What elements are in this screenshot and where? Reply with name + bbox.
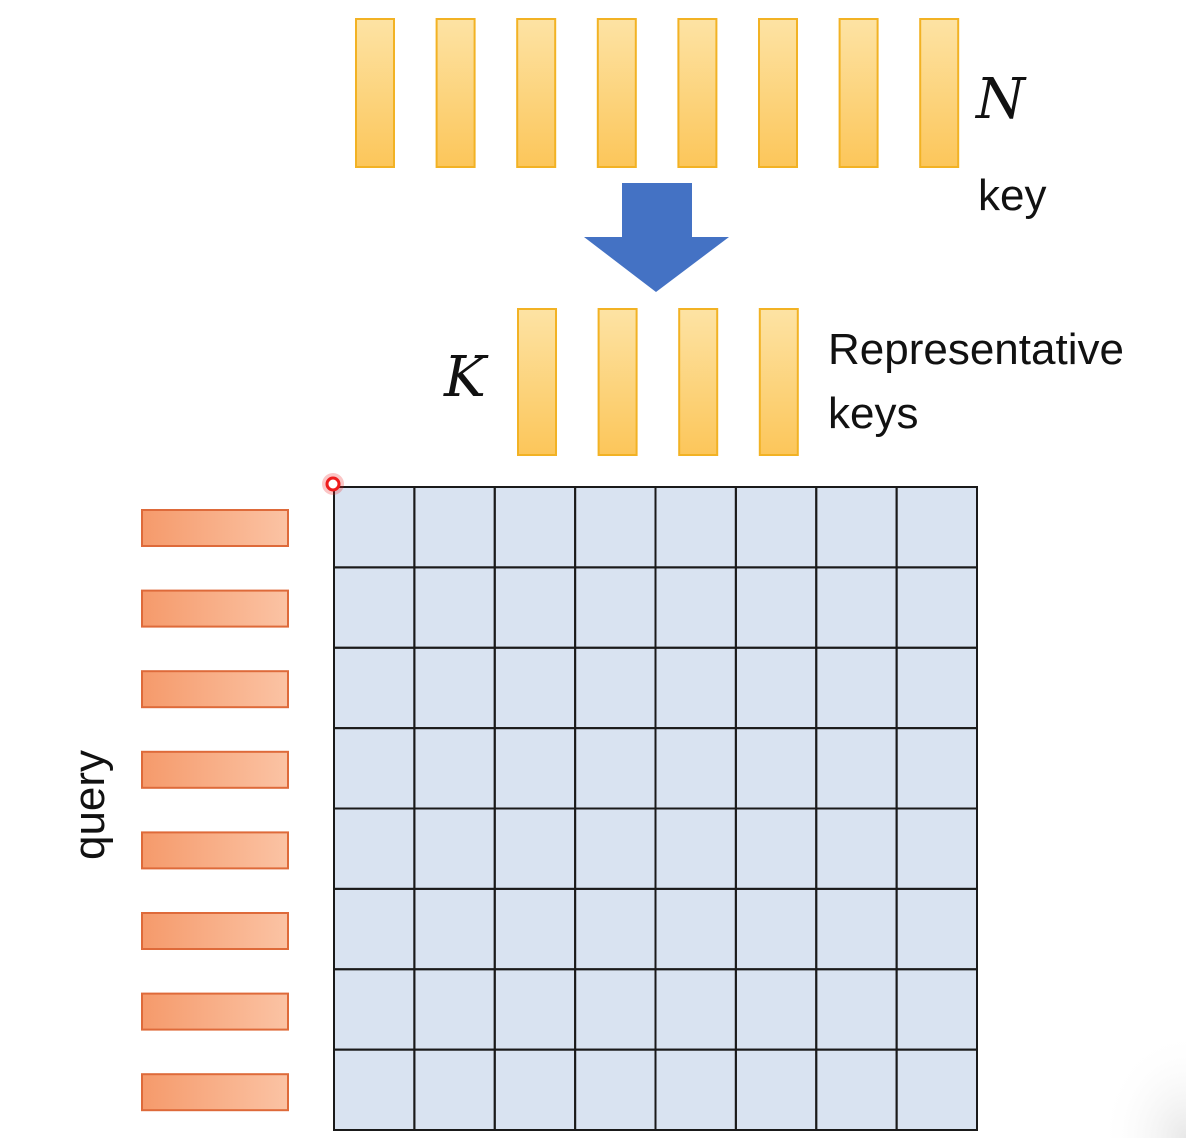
- key-vector: [435, 18, 476, 168]
- key-vector: [677, 18, 718, 168]
- query-vector: [141, 992, 289, 1031]
- n-symbol-label: N: [974, 67, 1027, 132]
- query-vector: [141, 589, 289, 628]
- representative-key-vector: [678, 308, 719, 456]
- key-vectors: [355, 18, 960, 168]
- query-vectors: [141, 509, 289, 1112]
- query-vector: [141, 912, 289, 950]
- query-vector: [141, 670, 289, 709]
- representative-key-vector: [758, 308, 799, 456]
- key-vector: [596, 18, 637, 168]
- query-vector: [141, 1073, 289, 1112]
- key-vector: [919, 18, 960, 168]
- key-label: key: [978, 171, 1046, 220]
- representative-keys-label-line1: Representative: [828, 325, 1124, 374]
- query-vector: [141, 831, 289, 870]
- attention-cell: [895, 1048, 978, 1131]
- key-vector: [516, 18, 557, 168]
- k-symbol-label: K: [443, 345, 489, 410]
- query-vector: [141, 750, 289, 789]
- key-vector: [758, 18, 798, 168]
- representative-key-vector: [597, 308, 638, 456]
- query-label: query: [65, 750, 114, 860]
- representative-key-vectors: [517, 308, 799, 456]
- corner-shading: [1100, 1030, 1186, 1138]
- representative-keys-label-line2: keys: [828, 389, 918, 438]
- cursor-pointer: [322, 473, 344, 495]
- key-vector: [355, 18, 395, 168]
- attention-matrix: [333, 486, 978, 1131]
- query-vector: [141, 509, 289, 547]
- representative-key-vector: [517, 308, 557, 456]
- down-arrow-icon: [584, 183, 729, 292]
- key-vector: [838, 18, 879, 168]
